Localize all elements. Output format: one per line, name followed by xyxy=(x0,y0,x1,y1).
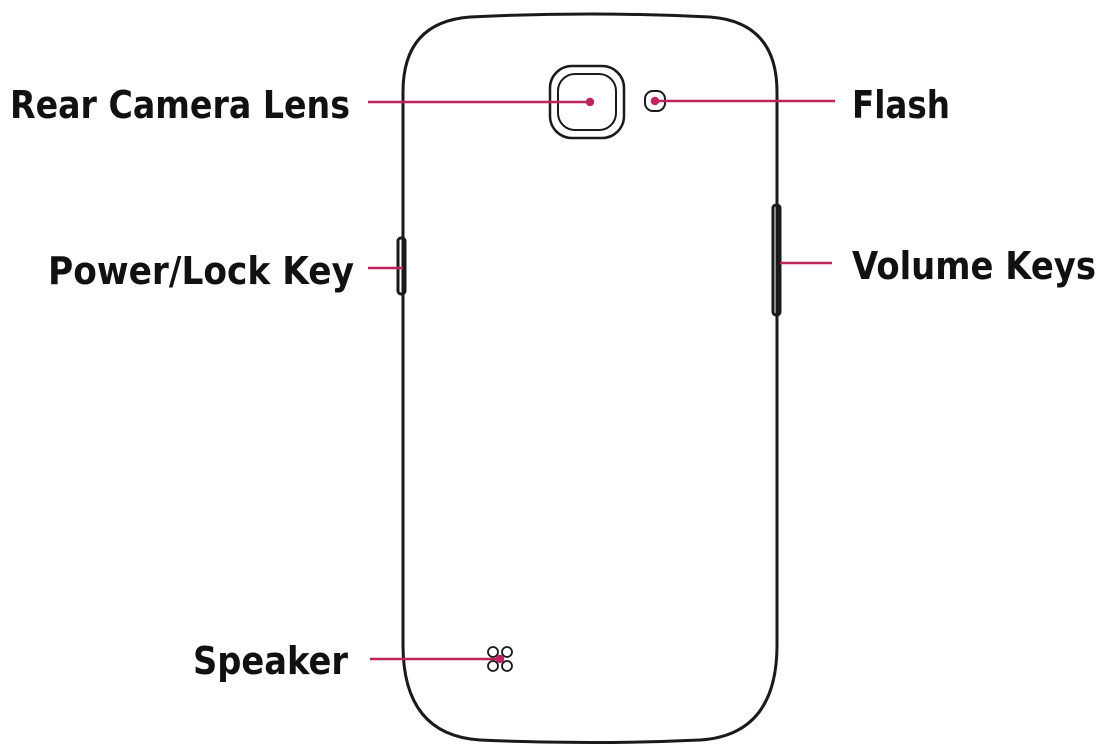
volume-keys-label: Volume Keys xyxy=(852,244,1096,288)
phone-body-outline xyxy=(401,12,779,744)
speaker-leader-dot xyxy=(495,654,505,664)
rear-camera-lens-leader-dot xyxy=(585,97,595,107)
volume-keys-button xyxy=(771,203,782,317)
flash-label: Flash xyxy=(852,83,950,127)
power-lock-key-button xyxy=(396,236,407,296)
rear-camera-lens-label: Rear Camera Lens xyxy=(10,83,350,127)
flash-leader-dot xyxy=(650,96,660,106)
speaker-icon xyxy=(487,646,513,672)
power-lock-key-label: Power/Lock Key xyxy=(48,249,354,293)
speaker-label: Speaker xyxy=(193,639,348,683)
